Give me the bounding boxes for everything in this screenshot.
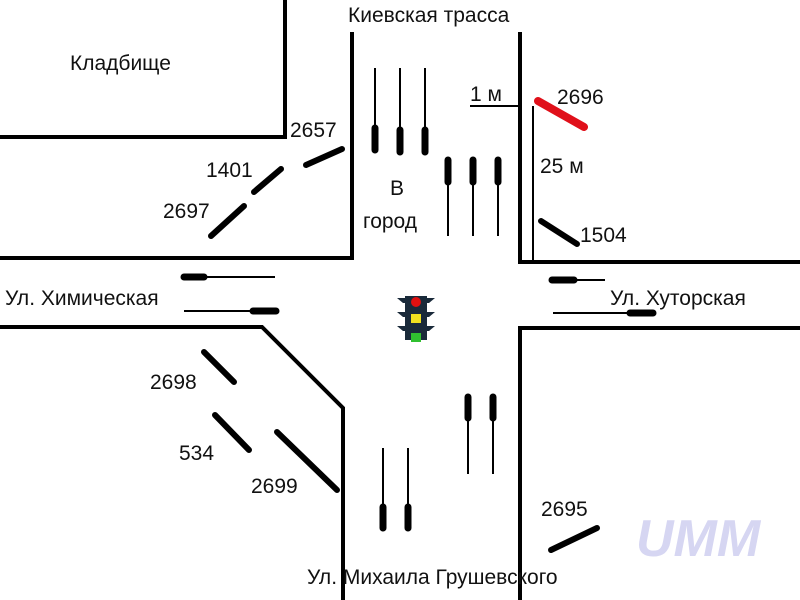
street-label-north: Киевская трасса	[348, 4, 510, 27]
direction-label-line1: В	[390, 177, 404, 200]
marker-534	[212, 412, 252, 453]
marker-1401	[251, 166, 284, 195]
lane-arrows	[180, 68, 657, 532]
street-label-west: Ул. Химическая	[5, 287, 159, 310]
watermark: UMM	[636, 510, 762, 568]
marker-label-2696: 2696	[557, 86, 604, 109]
road-edge-ne	[518, 32, 800, 264]
marker-label-2657: 2657	[290, 119, 337, 142]
marker-label-2697: 2697	[163, 200, 210, 223]
dimension-length-label: 25 м	[540, 155, 584, 178]
marker-label-1401: 1401	[206, 159, 253, 182]
marker-label-534: 534	[179, 442, 214, 465]
marker-2698	[201, 349, 237, 385]
street-label-south: Ул. Михаила Грушевского	[307, 566, 558, 589]
cemetery-boundary	[0, 0, 287, 139]
road-edge-nw	[0, 32, 354, 260]
marker-1504	[538, 218, 580, 247]
marker-2696-highlighted	[534, 97, 588, 131]
street-label-east: Ул. Хуторская	[610, 287, 746, 310]
marker-label-2699: 2699	[251, 475, 298, 498]
direction-label-line2: город	[363, 210, 417, 233]
road-edge-sw	[0, 325, 345, 600]
cemetery-label: Кладбище	[70, 52, 171, 75]
marker-2695	[548, 525, 600, 553]
road-edge-se	[518, 326, 800, 600]
dimension-width-label: 1 м	[470, 83, 502, 106]
marker-label-2695: 2695	[541, 498, 588, 521]
marker-2657	[303, 146, 345, 168]
marker-2697	[208, 203, 247, 239]
traffic-light-icon	[397, 296, 435, 342]
marker-label-2698: 2698	[150, 371, 197, 394]
markers	[201, 97, 600, 553]
marker-2699	[274, 429, 340, 493]
marker-label-1504: 1504	[580, 224, 627, 247]
